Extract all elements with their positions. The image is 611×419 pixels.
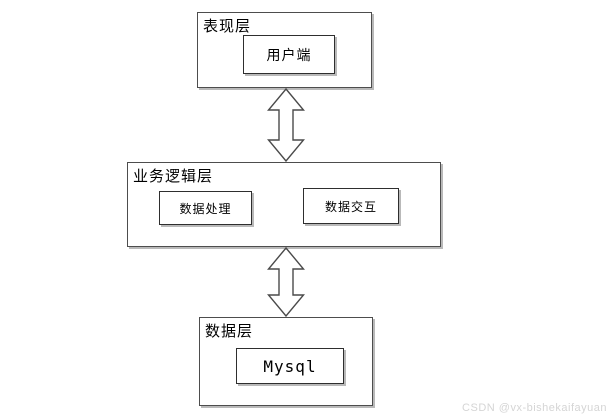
node-label-client: 用户端: [266, 48, 312, 64]
layer-box-data: 数据层 Mysql: [199, 317, 373, 406]
layer-box-presentation: 表现层 用户端: [197, 12, 372, 88]
layer-label-data: 数据层: [205, 324, 254, 340]
layer-box-business-logic: 业务逻辑层 数据处理 数据交互: [127, 162, 441, 247]
node-label-mysql: Mysql: [263, 356, 317, 376]
node-label-data-interaction: 数据交互: [324, 199, 377, 214]
watermark-text: CSDN @vx-bishekaifayuan: [462, 402, 607, 414]
double-arrow-icon-top: [266, 87, 306, 167]
node-box-mysql: Mysql: [236, 348, 344, 384]
node-box-data-processing: 数据处理: [159, 191, 252, 225]
layer-label-business-logic: 业务逻辑层: [133, 169, 214, 185]
node-box-client: 用户端: [243, 35, 335, 74]
double-arrow-icon-bottom: [266, 246, 306, 322]
node-label-data-processing: 数据处理: [179, 201, 232, 216]
node-box-data-interaction: 数据交互: [303, 188, 399, 224]
layer-label-presentation: 表现层: [203, 19, 252, 35]
